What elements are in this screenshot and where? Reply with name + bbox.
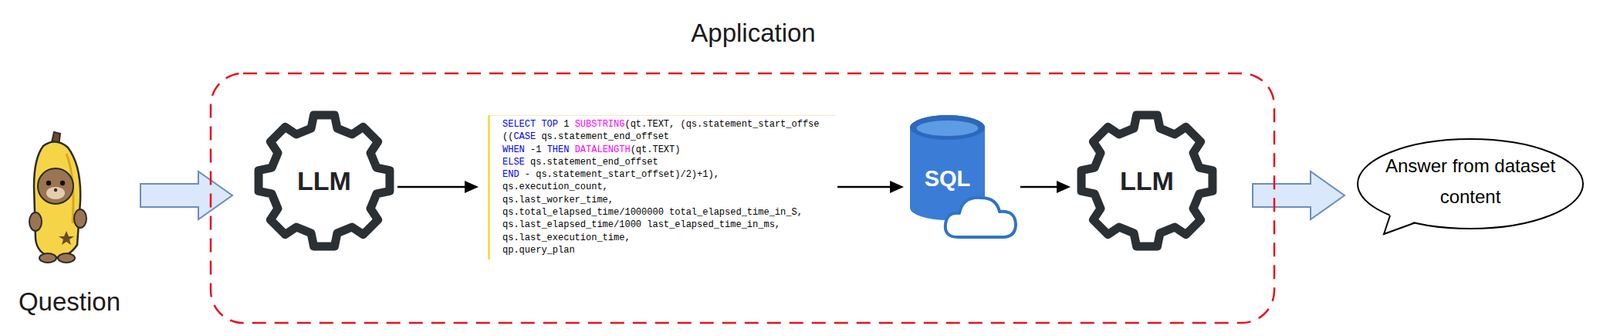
code-keyword: TOP [541,118,559,130]
arrow-head [889,180,904,193]
code-line: qs.total_elapsed_time/1000000 total_elap… [502,206,826,219]
banana-cat-icon [20,130,108,264]
cat-leg [39,253,57,263]
llm-label: LLM [297,165,352,197]
cylinder-top [909,115,985,140]
banana-suit [33,141,81,258]
code-line: qs.last_worker_time, [502,193,826,207]
cat-leg [57,253,75,263]
code-line: WHEN -1 THEN DATALENGTH(qt.TEXT) [502,143,826,156]
arrow-head [464,180,479,193]
suit-star [58,230,75,245]
gear-outline [258,115,390,247]
llm-gear: LLM [1073,107,1221,254]
code-line: qs.last_elapsed_time/1000 last_elapsed_t… [502,218,826,231]
arrow-head [1056,180,1071,193]
code-line: ELSE qs.statement_end_offset [502,155,826,169]
sql-database: SQL [909,115,1019,241]
code-line: qs.last_execution_time, [502,231,826,244]
code-line: qp.query_plan [502,243,826,257]
llm-gear: LLM [250,107,398,254]
question-label: Question [11,287,128,317]
answer-bubble: Answer from dataset content [1354,135,1587,238]
code-line: ((CASE qs.statement_end_offset [502,130,826,143]
bubble-tail [1383,215,1415,234]
cat-eye [46,180,51,186]
code-function: SUBSTRING [575,118,626,130]
cylinder-top-inner [916,120,979,136]
code-keyword: SELECT [502,118,536,130]
code-keyword: ELSE [502,156,525,168]
cat-eye [60,180,65,186]
code-line: SELECT TOP 1 SUBSTRING(qt.TEXT, (qs.stat… [502,118,826,131]
cat-face [37,168,74,204]
block-arrow [140,171,233,220]
sql-label: SQL [909,164,985,193]
code-keyword: CASE [513,131,536,143]
thin-arrow [837,180,904,193]
code-keyword: THEN [547,144,570,156]
application-boundary: ApplicationLLMSELECT TOP 1 SUBSTRING(qt.… [209,71,1276,325]
code-line: END - qs.statement_start_offset)/2)+1), [502,168,826,181]
dashed-outline [210,73,1275,323]
cat-arm [74,209,87,228]
sql-code-snippet: SELECT TOP 1 SUBSTRING(qt.TEXT, (qs.stat… [487,115,836,260]
gear-outline [1081,115,1213,247]
block-arrow [1252,171,1345,220]
arrow-shaft [397,186,465,189]
arrow-shaft [837,186,890,189]
answer-text: Answer from dataset content [1377,150,1563,213]
arrow-shaft [1020,186,1057,189]
code-line: qs.execution_count, [502,180,826,193]
code-keyword: WHEN [502,144,525,156]
region-title: Application [209,17,1276,49]
code-function: DATALENGTH [575,144,631,156]
thin-arrow [397,180,479,193]
cat-arm [29,212,42,231]
bubble-tail-fill [1383,213,1415,234]
code-keyword: END [502,169,520,180]
user-question: Question [11,123,128,317]
cloud-shape [945,197,1016,237]
thin-arrow [1020,180,1071,193]
cat-muzzle [46,186,65,200]
llm-label: LLM [1119,165,1174,197]
cat-nose [54,188,58,192]
